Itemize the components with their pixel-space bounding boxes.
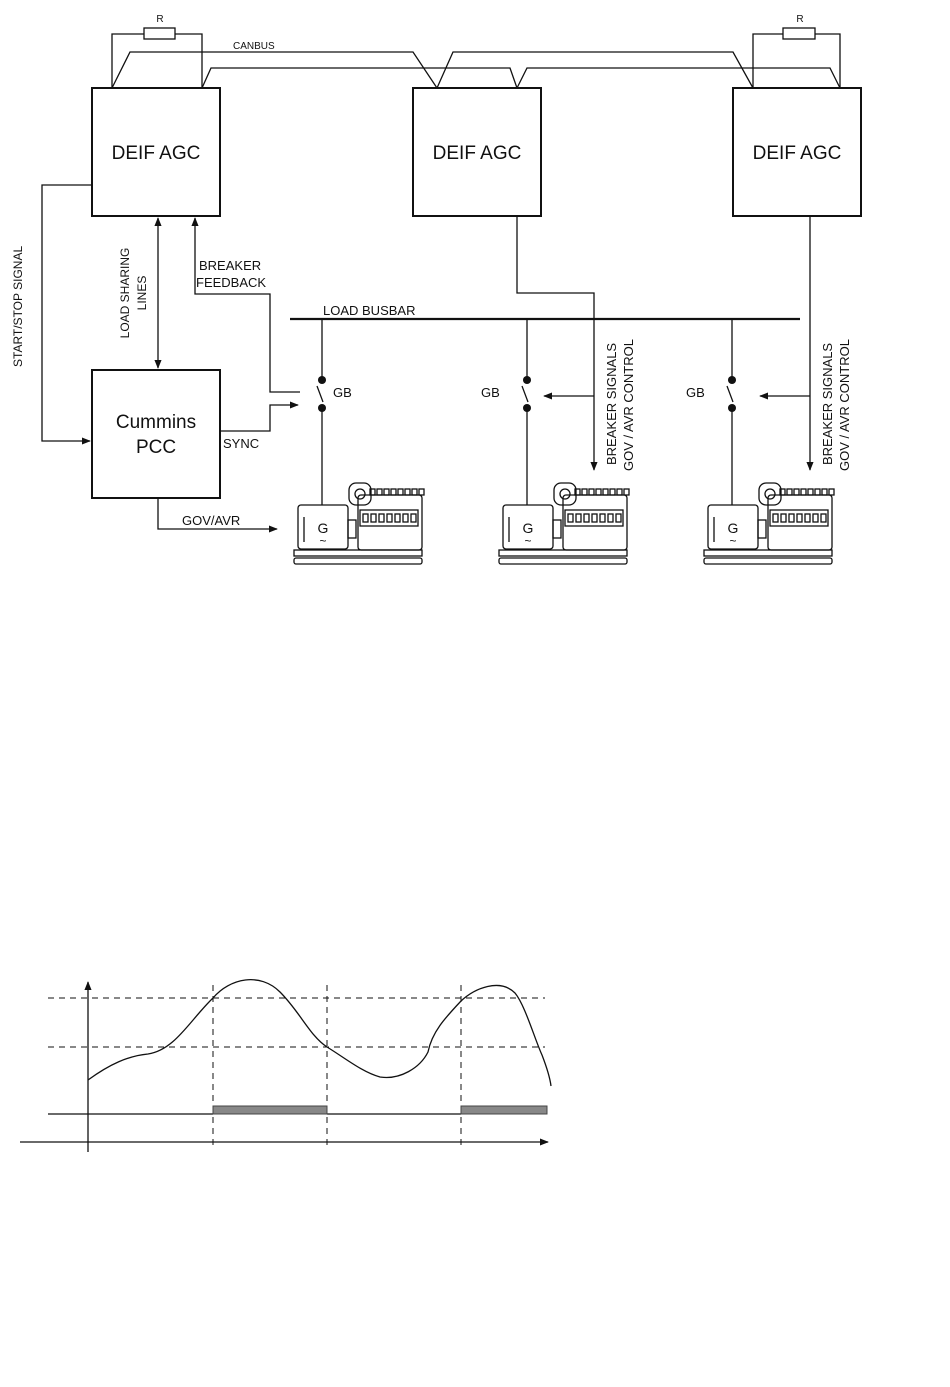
gb-label: GB xyxy=(481,385,500,400)
skid-base xyxy=(499,558,627,564)
breaker-feedback: BREAKER FEEDBACK xyxy=(195,218,300,392)
generator-wave: ~ xyxy=(729,534,736,548)
termination-resistor-right: R xyxy=(753,14,840,88)
breaker-feedback-line1: BREAKER xyxy=(199,258,261,273)
turbo xyxy=(554,483,576,505)
breaker-contact-top xyxy=(318,376,326,384)
gb-label: GB xyxy=(333,385,352,400)
active-period-bar-2 xyxy=(461,1106,547,1114)
active-period-bar-1 xyxy=(213,1106,327,1114)
gb-label: GB xyxy=(686,385,705,400)
skid-frame xyxy=(294,550,422,556)
breaker-blade xyxy=(727,386,733,402)
pcc-label-line1: Cummins xyxy=(116,412,196,433)
breaker-contact-top xyxy=(523,376,531,384)
load-busbar: LOAD BUSBAR xyxy=(290,303,800,319)
start-stop-label: START/STOP SIGNAL xyxy=(11,246,25,367)
load-sharing-label-line1: LOAD SHARING xyxy=(118,248,132,339)
deif-agc-3: DEIF AGC xyxy=(733,88,861,216)
deif-agc-2: DEIF AGC xyxy=(413,88,541,216)
skid-frame xyxy=(499,550,627,556)
resistor-label-right: R xyxy=(796,14,803,25)
sync-signal: SYNC xyxy=(220,405,298,451)
agc-label-1: DEIF AGC xyxy=(112,143,201,164)
coupling xyxy=(553,520,561,538)
generator-unit-3: GBG~ xyxy=(686,319,834,564)
start-stop-signal: START/STOP SIGNAL xyxy=(11,185,92,441)
generator-wave: ~ xyxy=(524,534,531,548)
load-busbar-label: LOAD BUSBAR xyxy=(323,303,415,318)
skid-base xyxy=(294,558,422,564)
breaker-signals-3: BREAKER SIGNALS GOV / AVR CONTROL xyxy=(760,216,852,471)
turbo xyxy=(349,483,371,505)
generator-wave: ~ xyxy=(319,534,326,548)
skid-base xyxy=(704,558,832,564)
agc-label-2: DEIF AGC xyxy=(433,143,522,164)
skid-frame xyxy=(704,550,832,556)
signal-curve xyxy=(88,980,551,1086)
breaker-feedback-line2: FEEDBACK xyxy=(196,275,266,290)
sync-label: SYNC xyxy=(223,436,259,451)
breaker-blade xyxy=(522,386,528,402)
cummins-pcc: Cummins PCC xyxy=(92,370,220,498)
termination-resistor-left: R xyxy=(112,14,202,88)
deif-agc-1: DEIF AGC xyxy=(92,88,220,216)
generator-unit-1: GBG~ xyxy=(294,319,424,564)
breaker-signals-2: BREAKER SIGNALS GOV / AVR CONTROL xyxy=(517,216,636,471)
load-sharing-label-line2: LINES xyxy=(135,276,149,311)
gov-avr-signal: GOV/AVR xyxy=(158,498,277,529)
pcc-label-line2: PCC xyxy=(136,437,176,458)
canbus-label: CANBUS xyxy=(233,41,275,52)
turbo xyxy=(759,483,781,505)
breaker-signals-2-line2: GOV / AVR CONTROL xyxy=(621,339,636,471)
coupling xyxy=(758,520,766,538)
breaker-contact-top xyxy=(728,376,736,384)
breaker-signals-2-line1: BREAKER SIGNALS xyxy=(604,343,619,465)
gov-avr-label: GOV/AVR xyxy=(182,513,240,528)
breaker-signals-3-line1: BREAKER SIGNALS xyxy=(820,343,835,465)
hysteresis-diagram xyxy=(20,980,551,1152)
load-sharing-lines: LOAD SHARING LINES xyxy=(118,218,158,368)
breaker-blade xyxy=(317,386,323,402)
coupling xyxy=(348,520,356,538)
breaker-signals-3-line2: GOV / AVR CONTROL xyxy=(837,339,852,471)
agc-label-3: DEIF AGC xyxy=(753,143,842,164)
resistor-label-left: R xyxy=(156,14,163,25)
canbus-network: R R CANBUS xyxy=(112,14,840,88)
